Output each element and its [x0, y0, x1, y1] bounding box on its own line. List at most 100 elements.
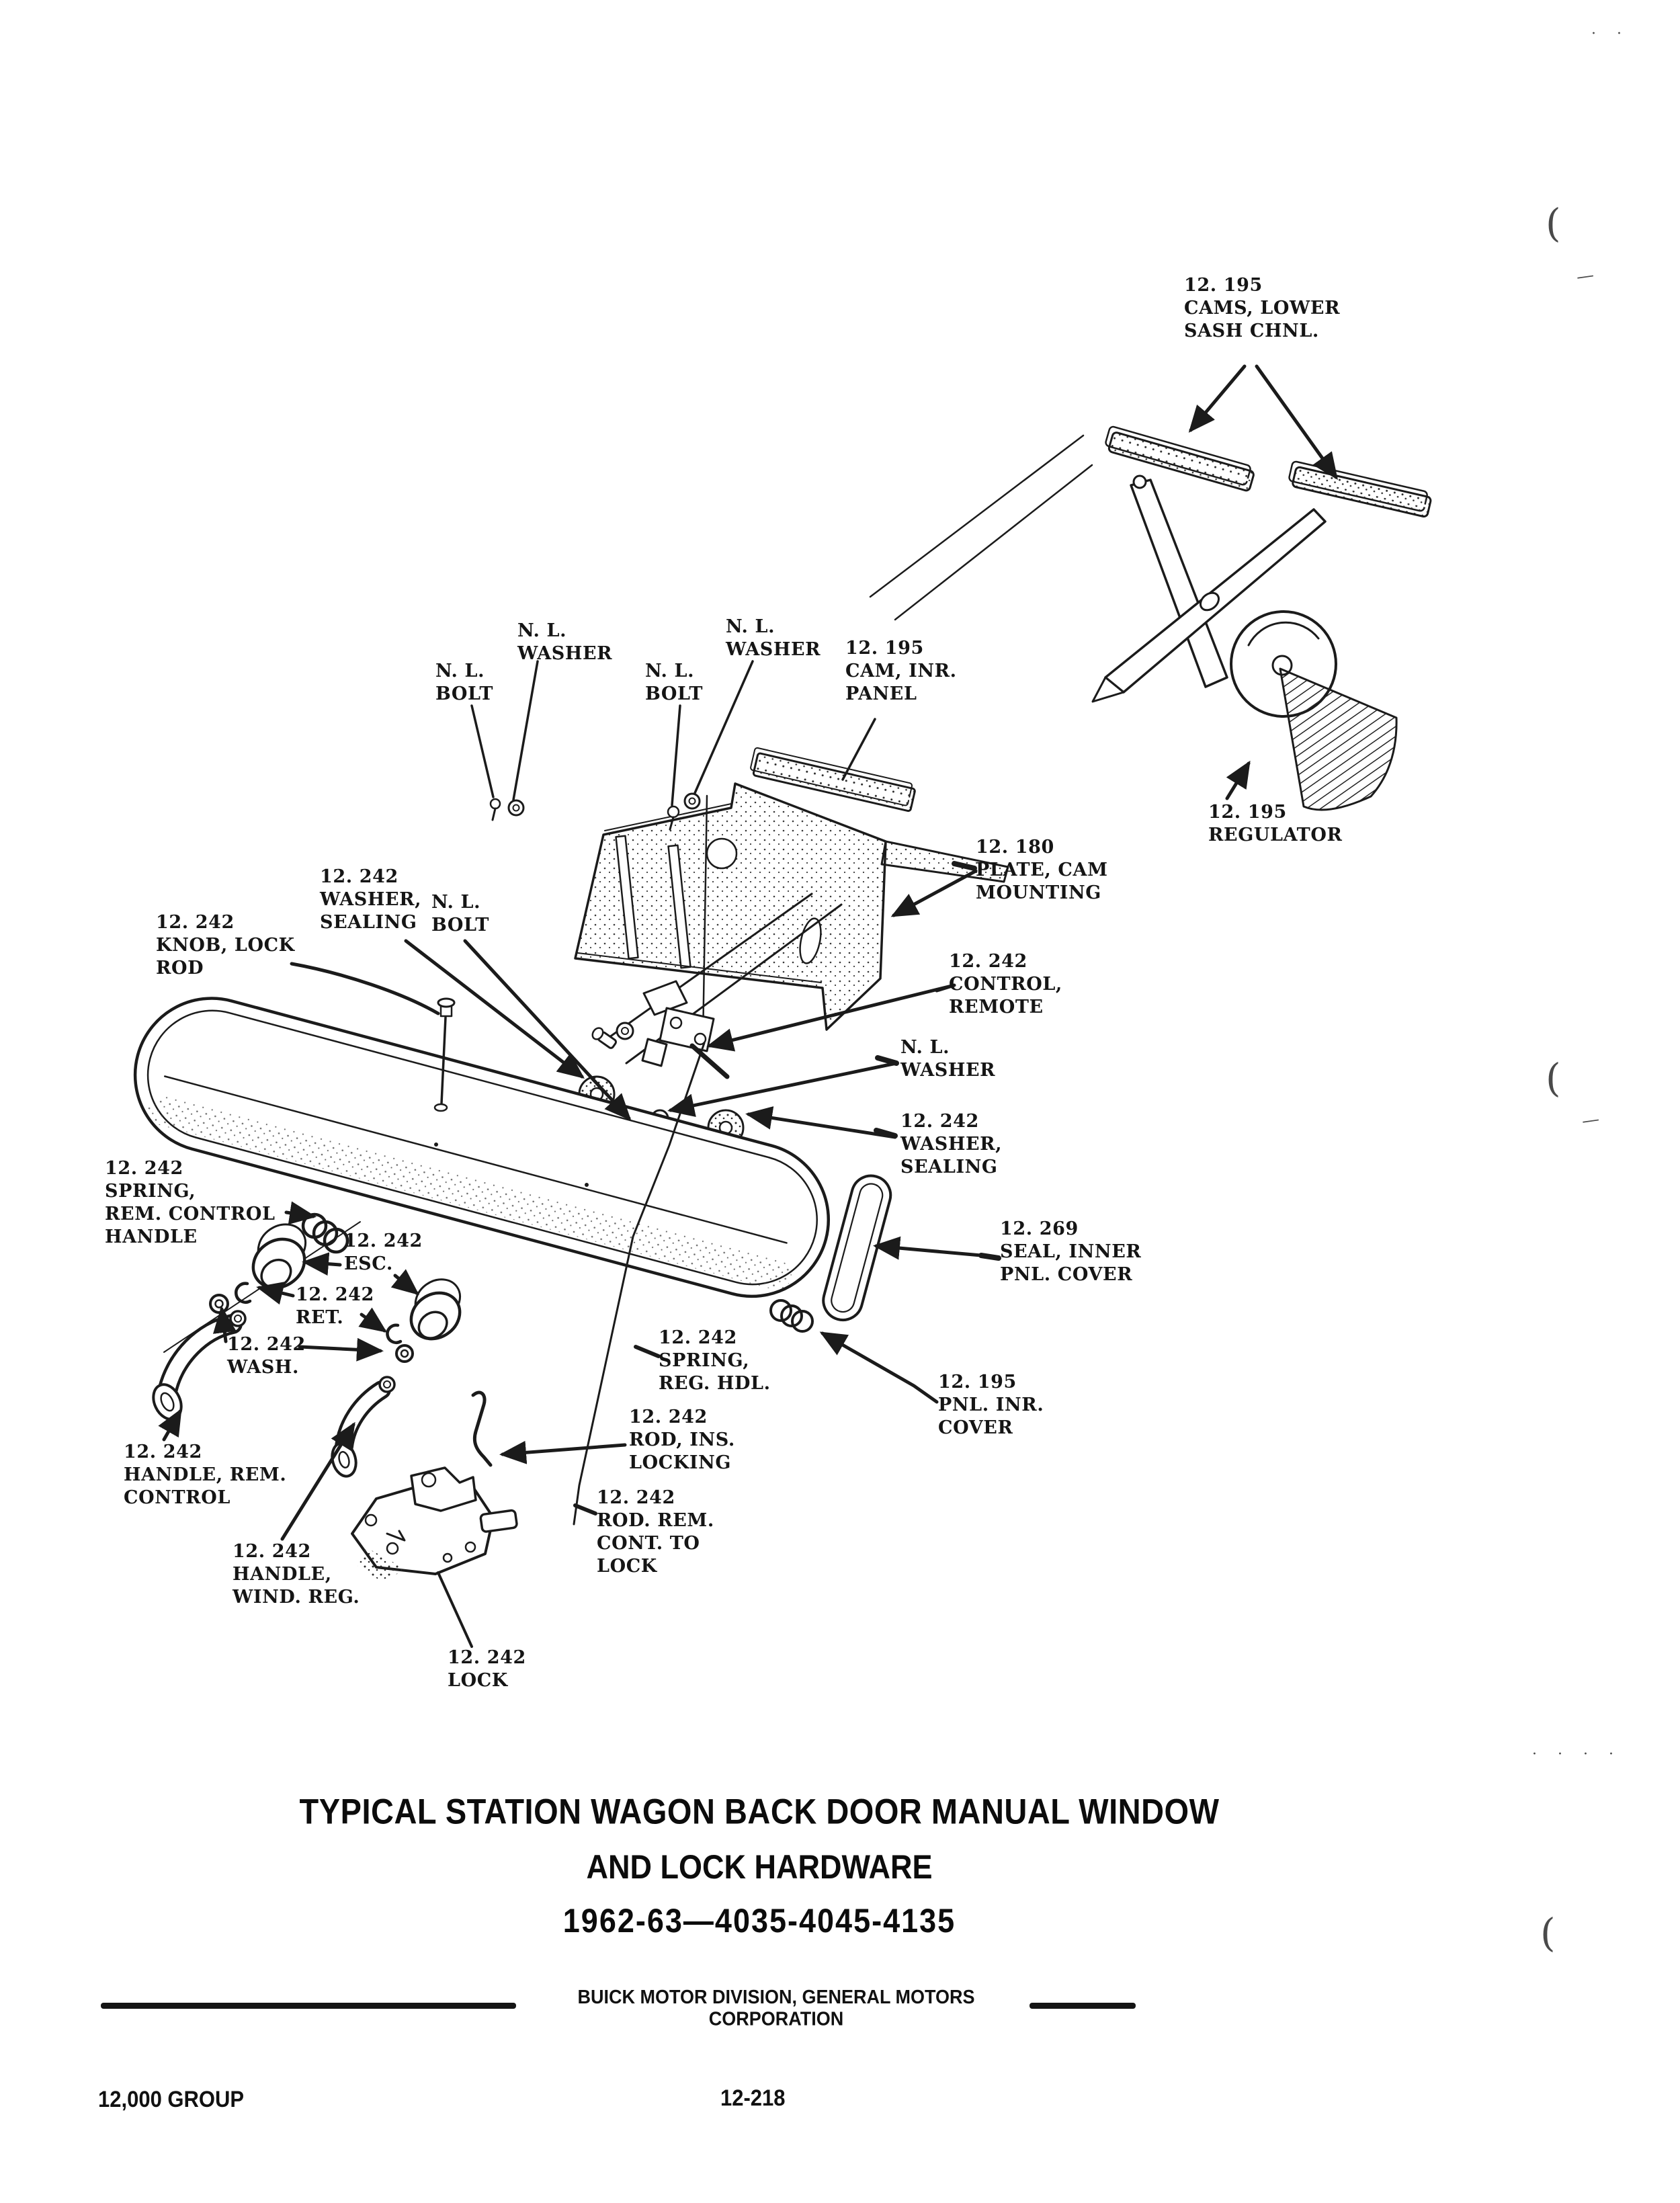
- part-label-nl-washer-2: N. L.WASHER: [726, 616, 821, 661]
- part-label-line: RET.: [296, 1307, 344, 1328]
- part-label-line: WIND. REG.: [233, 1587, 360, 1608]
- part-label-line: 12. 242: [629, 1407, 708, 1427]
- footer-division-text: BUICK MOTOR DIVISION, GENERAL MOTORS COR…: [577, 1987, 975, 2030]
- part-label-line: HANDLE: [105, 1227, 198, 1247]
- part-label-line: 12. 242: [296, 1284, 374, 1305]
- part-label-nl-washer-1: N. L.WASHER: [517, 620, 612, 665]
- scan-dash-mark-1: —: [1575, 265, 1595, 288]
- regulator-drawing: [1091, 425, 1432, 811]
- part-label-line: 12. 242: [233, 1541, 311, 1562]
- part-label-line: 12. 242: [900, 1111, 979, 1132]
- lock-assembly-drawing: [351, 1466, 518, 1648]
- scan-dots-mark-mid: · · · ·: [1532, 1746, 1622, 1763]
- part-label-line: 12. 195: [938, 1372, 1017, 1393]
- part-label-line: 12. 269: [1000, 1218, 1079, 1239]
- part-label-line: HANDLE, REM.: [124, 1464, 287, 1485]
- part-label-line: REM. CONTROL: [105, 1204, 276, 1224]
- part-label-line: 12. 242: [320, 866, 398, 887]
- page-title-line2: AND LOCK HARDWARE: [586, 1847, 933, 1886]
- part-label-line: REMOTE: [949, 997, 1044, 1017]
- part-label-line: BOLT: [645, 683, 704, 704]
- part-label-nl-bolt-1: N. L.BOLT: [435, 660, 493, 706]
- part-label-line: BOLT: [431, 915, 490, 936]
- part-label-line: WASHER,: [900, 1134, 1003, 1155]
- window-sash-lines: [869, 434, 1093, 621]
- part-label-line: N. L.: [517, 620, 567, 641]
- part-label-line: 12. 242: [448, 1647, 526, 1668]
- part-label-nl-bolt-3: N. L.BOLT: [431, 891, 489, 937]
- part-label-line: SASH CHNL.: [1184, 321, 1319, 341]
- part-label-line: ROD, INS.: [629, 1429, 735, 1450]
- scan-paren-mark-1: (: [1546, 200, 1561, 246]
- part-label-line: 12. 180: [976, 837, 1054, 858]
- page-title-line3: 1962-63—4035-4045-4135: [562, 1901, 956, 1940]
- part-label-line: 12. 242: [659, 1327, 737, 1348]
- part-label-line: 12. 242: [344, 1231, 423, 1251]
- part-label-line: PNL. COVER: [1000, 1264, 1133, 1285]
- cam-mounting-plate-drawing: [574, 747, 1009, 1031]
- footer-group-text: 12,000 GROUP: [98, 2086, 245, 2112]
- part-label-line: REGULATOR: [1208, 825, 1343, 845]
- title-block: TYPICAL STATION WAGON BACK DOOR MANUAL W…: [249, 1790, 1270, 1940]
- part-label-line: WASHER: [517, 643, 613, 664]
- part-label-line: N. L.: [900, 1037, 950, 1058]
- lock-knob-drawing: [433, 997, 589, 1187]
- scan-paren-mark-3: (: [1540, 1910, 1556, 1956]
- part-label-line: PLATE, CAM: [976, 860, 1108, 880]
- part-label-line: CAMS, LOWER: [1184, 298, 1341, 319]
- part-label-line: WASHER: [726, 639, 821, 660]
- part-label-line: HANDLE,: [233, 1564, 332, 1585]
- page-title-line1: TYPICAL STATION WAGON BACK DOOR MANUAL W…: [299, 1791, 1220, 1831]
- part-label-line: CONTROL,: [949, 974, 1062, 995]
- part-label-line: KNOB, LOCK: [156, 935, 295, 956]
- part-label-line: BOLT: [435, 683, 494, 704]
- part-label-line: PANEL: [845, 683, 917, 704]
- footer-rule-right: [1030, 2003, 1136, 2009]
- part-label-line: N. L.: [645, 661, 695, 681]
- part-label-line: 12. 242: [124, 1442, 202, 1462]
- part-label-line: ROD: [156, 958, 204, 979]
- footer-page-number: 12-218: [720, 2085, 786, 2111]
- part-label-line: 12. 195: [1208, 802, 1287, 823]
- part-label-line: LOCK: [597, 1556, 657, 1577]
- part-label-line: SPRING,: [105, 1181, 196, 1202]
- scan-dots-mark-top: · ·: [1591, 26, 1630, 42]
- part-label-line: SEALING: [320, 912, 417, 933]
- part-label-line: 12. 242: [949, 951, 1027, 972]
- footer-rule-left: [101, 2003, 516, 2009]
- part-label-line: WASHER: [900, 1060, 996, 1081]
- part-label-line: WASHER,: [320, 889, 422, 910]
- part-label-line: 12. 195: [1184, 275, 1263, 296]
- part-label-line: ESC.: [344, 1253, 393, 1274]
- part-label-line: SPRING,: [659, 1350, 750, 1371]
- part-label-line: 12. 242: [597, 1487, 675, 1508]
- part-label-line: 12. 242: [105, 1158, 183, 1179]
- scan-paren-mark-2: (: [1546, 1055, 1561, 1101]
- part-label-line: COVER: [938, 1417, 1013, 1438]
- part-label-line: SEAL, INNER: [1000, 1241, 1142, 1262]
- inner-panel-cover-drawing: [133, 997, 892, 1322]
- part-label-line: WASH.: [227, 1357, 299, 1378]
- part-label-line: CONT. TO: [597, 1533, 700, 1554]
- part-label-line: 12. 242: [227, 1334, 306, 1355]
- leader-lines: [158, 364, 1338, 1541]
- part-label-line: 12. 242: [156, 912, 235, 933]
